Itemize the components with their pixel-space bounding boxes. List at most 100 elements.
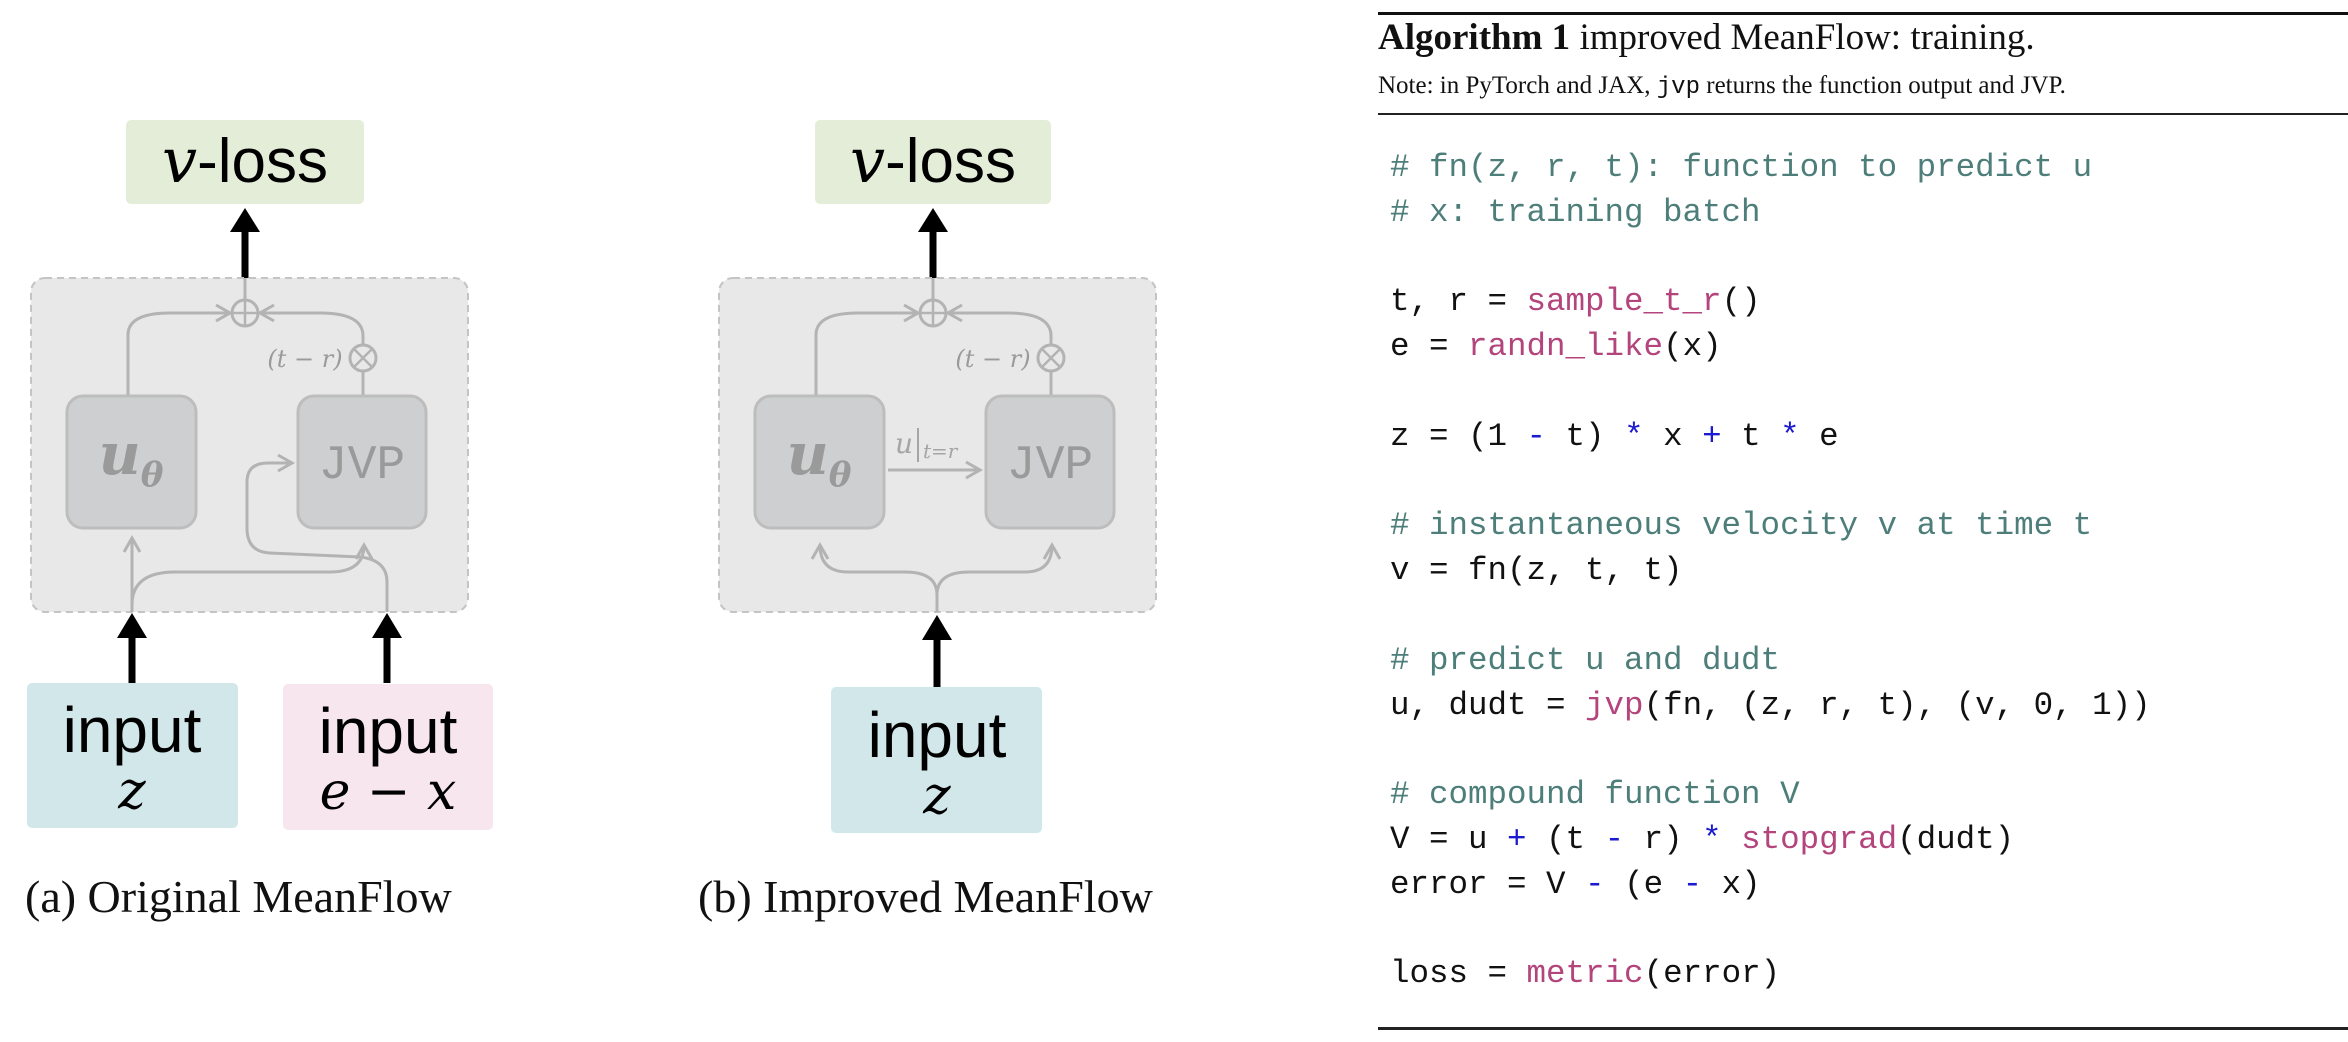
input-z-box: input z (27, 683, 238, 828)
code-blank-line (1390, 728, 2151, 773)
code-comment: # predict u and dudt (1390, 641, 1781, 679)
code-text: (dudt) (1897, 820, 2015, 858)
circle-plus-icon (918, 298, 948, 328)
code-operator: * (1702, 820, 1722, 858)
code-text: v = fn(z, t, t) (1390, 552, 1683, 590)
code-line: e = randn_like(x) (1390, 325, 2151, 370)
code-text: (x) (1663, 328, 1722, 366)
edge-times-to-sum (944, 303, 1053, 344)
code-line: V = u + (t - r) * stopgrad(dudt) (1390, 818, 2151, 863)
code-text: z = (1 (1390, 417, 1527, 455)
code-text: t, r = (1390, 283, 1527, 321)
code-text: x) (1702, 865, 1761, 903)
algorithm-panel: Algorithm 1 improved MeanFlow: training.… (1378, 0, 2348, 1042)
top-rule (1378, 12, 2348, 15)
u-theta-box: uθ (753, 394, 886, 530)
code-text: x (1643, 417, 1703, 455)
mid-rule (1378, 113, 2348, 115)
figure-b-improved-meanflow: v-loss (t − r) uθ JVP (698, 120, 1157, 922)
v-loss-box-bg (815, 120, 1051, 204)
code-text: e (1799, 417, 1839, 455)
edge-times-to-sum (256, 303, 365, 344)
v-loss-box-bg (126, 120, 364, 204)
v-loss-box: v-loss (126, 120, 364, 204)
code-line: # predict u and dudt (1390, 639, 2151, 684)
code-line: # fn(z, r, t): function to predict u (1390, 146, 2151, 191)
input-ex-box: input e − x (283, 684, 493, 830)
circle-plus-icon (230, 298, 260, 328)
code-text: (error) (1643, 955, 1781, 993)
input-z-box: input z (831, 687, 1042, 833)
code-operator: * (1780, 417, 1800, 455)
edge-u-to-sum (126, 303, 234, 396)
code-blank-line (1390, 236, 2151, 281)
input-ex-title: input (319, 695, 458, 767)
code-operator: - (1526, 417, 1547, 455)
edge-z-to-u (810, 541, 939, 612)
code-text: loss = (1390, 955, 1527, 993)
code-line: t, r = sample_t_r() (1390, 280, 2151, 325)
algorithm-note: Note: in PyTorch and JAX, jvp returns th… (1378, 72, 2066, 101)
code-text: () (1721, 283, 1761, 321)
jvp-label: JVP (1007, 439, 1093, 493)
note-code: jvp (1656, 74, 1700, 101)
jvp-box: JVP (984, 394, 1116, 530)
input-z-expr: z (922, 766, 951, 826)
v-loss-box: v-loss (815, 120, 1051, 204)
edge-z-to-jvp (935, 541, 1062, 612)
algorithm-number: Algorithm 1 (1378, 17, 1571, 58)
code-block: # fn(z, r, t): function to predict u # x:… (1390, 146, 2151, 997)
v-loss-text: -loss (885, 127, 1016, 196)
v-loss-text: -loss (197, 127, 328, 196)
code-line: # instantaneous velocity v at time t (1390, 504, 2151, 549)
algorithm-name: improved MeanFlow: training. (1570, 17, 2035, 58)
u-theta-label: uθ (787, 420, 852, 495)
code-operator: + (1507, 820, 1527, 858)
code-comment: # instantaneous velocity v at time t (1390, 507, 2093, 545)
code-comment: # fn(z, r, t): function to predict u (1390, 149, 2093, 186)
u-theta-box: uθ (65, 394, 198, 530)
code-text: r) (1624, 820, 1703, 858)
edge-z-to-jvp (130, 541, 374, 606)
code-text: u, dudt = (1390, 686, 1586, 724)
code-line: # compound function V (1390, 773, 2151, 818)
svg-text:u: u (895, 427, 913, 460)
code-text: error = V (1390, 865, 1586, 903)
code-blank-line (1390, 460, 2151, 505)
input-ex-expr: e − x (320, 762, 457, 822)
code-function: metric (1526, 955, 1644, 993)
input-z-expr: z (117, 761, 146, 821)
code-operator: * (1624, 417, 1644, 455)
code-text: (e (1604, 865, 1683, 903)
code-function: stopgrad (1741, 820, 1898, 858)
code-line: # x: training batch (1390, 191, 2151, 236)
code-text: t (1721, 417, 1781, 455)
v-loss-label: v-loss (162, 124, 328, 197)
code-comment: # x: training batch (1390, 193, 1761, 231)
code-blank-line (1390, 594, 2151, 639)
input-z-title: input (63, 694, 202, 766)
u-theta-label: uθ (99, 420, 164, 495)
meanflow-diagrams: v-loss (t − r) (25, 120, 1157, 922)
figure-a-original-meanflow: v-loss (t − r) (25, 120, 493, 922)
code-blank-line (1390, 370, 2151, 415)
circle-times-icon (1036, 343, 1066, 373)
input-ex-arrow (372, 613, 402, 683)
edge-u-to-sum (814, 303, 922, 396)
code-line: v = fn(z, t, t) (1390, 549, 2151, 594)
code-line: z = (1 - t) * x + t * e (1390, 415, 2151, 460)
bottom-rule (1378, 1027, 2348, 1030)
code-operator: - (1585, 865, 1605, 903)
output-arrow (230, 208, 260, 278)
jvp-box: JVP (296, 394, 428, 530)
code-text: (t (1526, 820, 1605, 858)
note-text-1: Note: in PyTorch and JAX, (1378, 72, 1657, 99)
jvp-label: JVP (319, 439, 405, 493)
code-line: error = V - (e - x) (1390, 863, 2151, 908)
output-arrow (918, 208, 948, 278)
caption-b: (b) Improved MeanFlow (698, 871, 1154, 922)
code-comment: # compound function V (1390, 776, 1800, 814)
svg-text:t=r: t=r (923, 439, 959, 463)
edge-ex-to-jvp (245, 453, 389, 612)
code-text: V = u (1390, 820, 1508, 858)
